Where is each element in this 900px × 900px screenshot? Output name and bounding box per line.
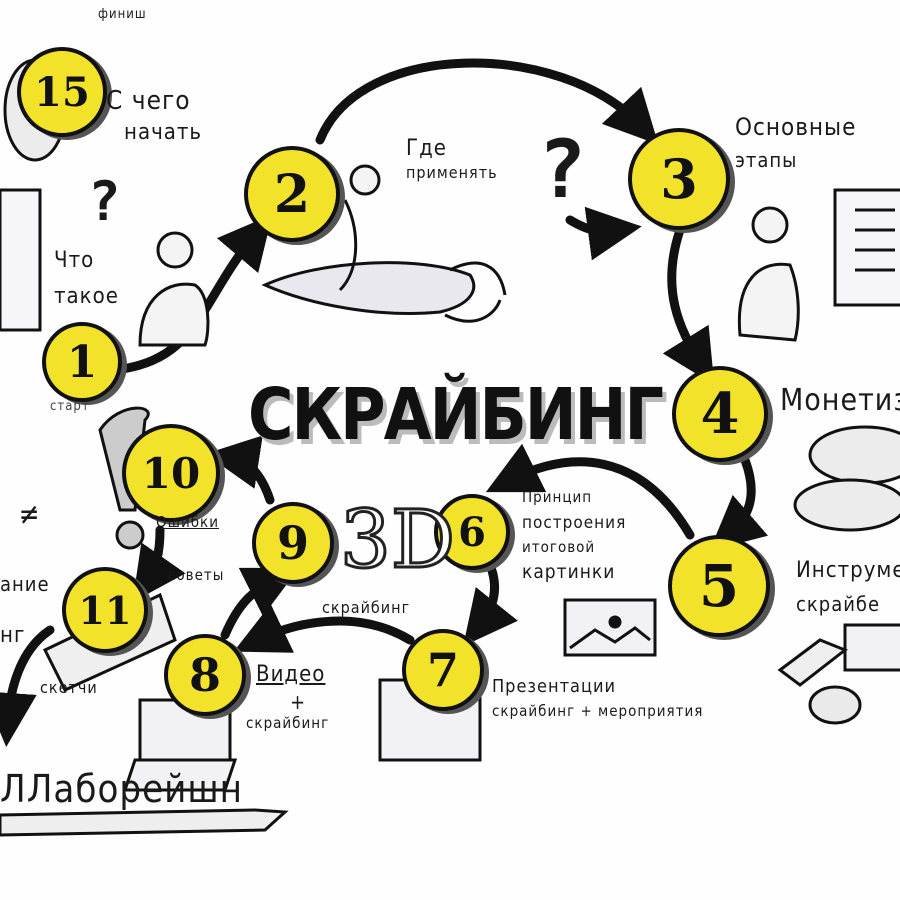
label-6a: Принцип: [522, 488, 593, 506]
arrow-8-9: [220, 567, 300, 640]
step-11: 11: [62, 567, 148, 653]
label-4: Монетиз: [780, 383, 900, 418]
step-8: 8: [164, 634, 246, 716]
arrow-q-3: [565, 206, 642, 261]
arrow-11-down: [0, 625, 55, 747]
step-2: 2: [244, 146, 340, 242]
label-fragment-2: нг: [0, 623, 26, 648]
arrow-3-4: [662, 225, 715, 385]
label-1b: такое: [54, 284, 119, 309]
arrow-9-10: [205, 435, 275, 505]
arrow-10-11: [132, 525, 186, 603]
step-7: 7: [402, 629, 484, 711]
label-8a: Видео: [256, 662, 326, 687]
label-6b: построения: [522, 513, 627, 533]
label-fragment-1: ание: [0, 572, 50, 596]
brain-icon: [808, 685, 862, 725]
main-title: СКРАЙБИНГ: [248, 372, 664, 457]
label-7b: скрайбинг + мероприятия: [492, 702, 704, 720]
label-5a: Инструме: [796, 558, 900, 583]
label-collaboration: ЛЛаборейшн: [0, 767, 243, 811]
label-15b: начать: [124, 120, 203, 145]
arrow-6-7: [463, 560, 518, 647]
label-3a: Основные: [735, 113, 857, 141]
arrow-2-3: [315, 58, 659, 145]
question-icon: ?: [88, 170, 121, 233]
step-6: 6: [434, 494, 510, 570]
label-finish: финиш: [98, 7, 147, 22]
arrow-4-5: [709, 455, 769, 551]
arrow-7-8: [233, 604, 415, 653]
rocket-icon: [261, 261, 507, 323]
step-3: 3: [628, 128, 730, 230]
step-5: 5: [668, 535, 770, 637]
label-10a: Ошибки: [156, 513, 219, 531]
label-15a: С чего: [106, 86, 191, 116]
label-11: скетчи: [40, 678, 98, 697]
person-icon: [138, 164, 800, 347]
label-8b: +: [290, 690, 307, 714]
label-8c: скрайбинг: [246, 714, 330, 732]
label-5b: скрайбе: [796, 592, 881, 616]
label-10b: советы: [168, 566, 225, 584]
label-3d: 3D: [338, 493, 456, 586]
label-9: скрайбинг: [322, 598, 411, 617]
question-icon: ?: [538, 123, 587, 216]
label-3b: этапы: [735, 148, 798, 172]
label-6c: итоговой: [522, 538, 596, 556]
whiteboard-icon: [0, 188, 900, 332]
step-10: 10: [122, 424, 220, 522]
label-2a: Где: [406, 136, 447, 161]
step-1: 1: [42, 322, 122, 402]
not-equal-icon: ≠: [20, 497, 39, 532]
label-1a: Что: [54, 248, 95, 273]
label-2b: применять: [406, 163, 498, 182]
label-7a: Презентации: [492, 676, 617, 697]
bottom-ledge: [0, 808, 289, 837]
arrow-5-6: [485, 443, 695, 540]
label-start: старт: [50, 399, 90, 414]
picture-icon: [563, 598, 657, 657]
label-6d: картинки: [522, 561, 616, 583]
step-4: 4: [672, 366, 768, 462]
step-15: 15: [17, 47, 107, 137]
step-9: 9: [252, 502, 334, 584]
